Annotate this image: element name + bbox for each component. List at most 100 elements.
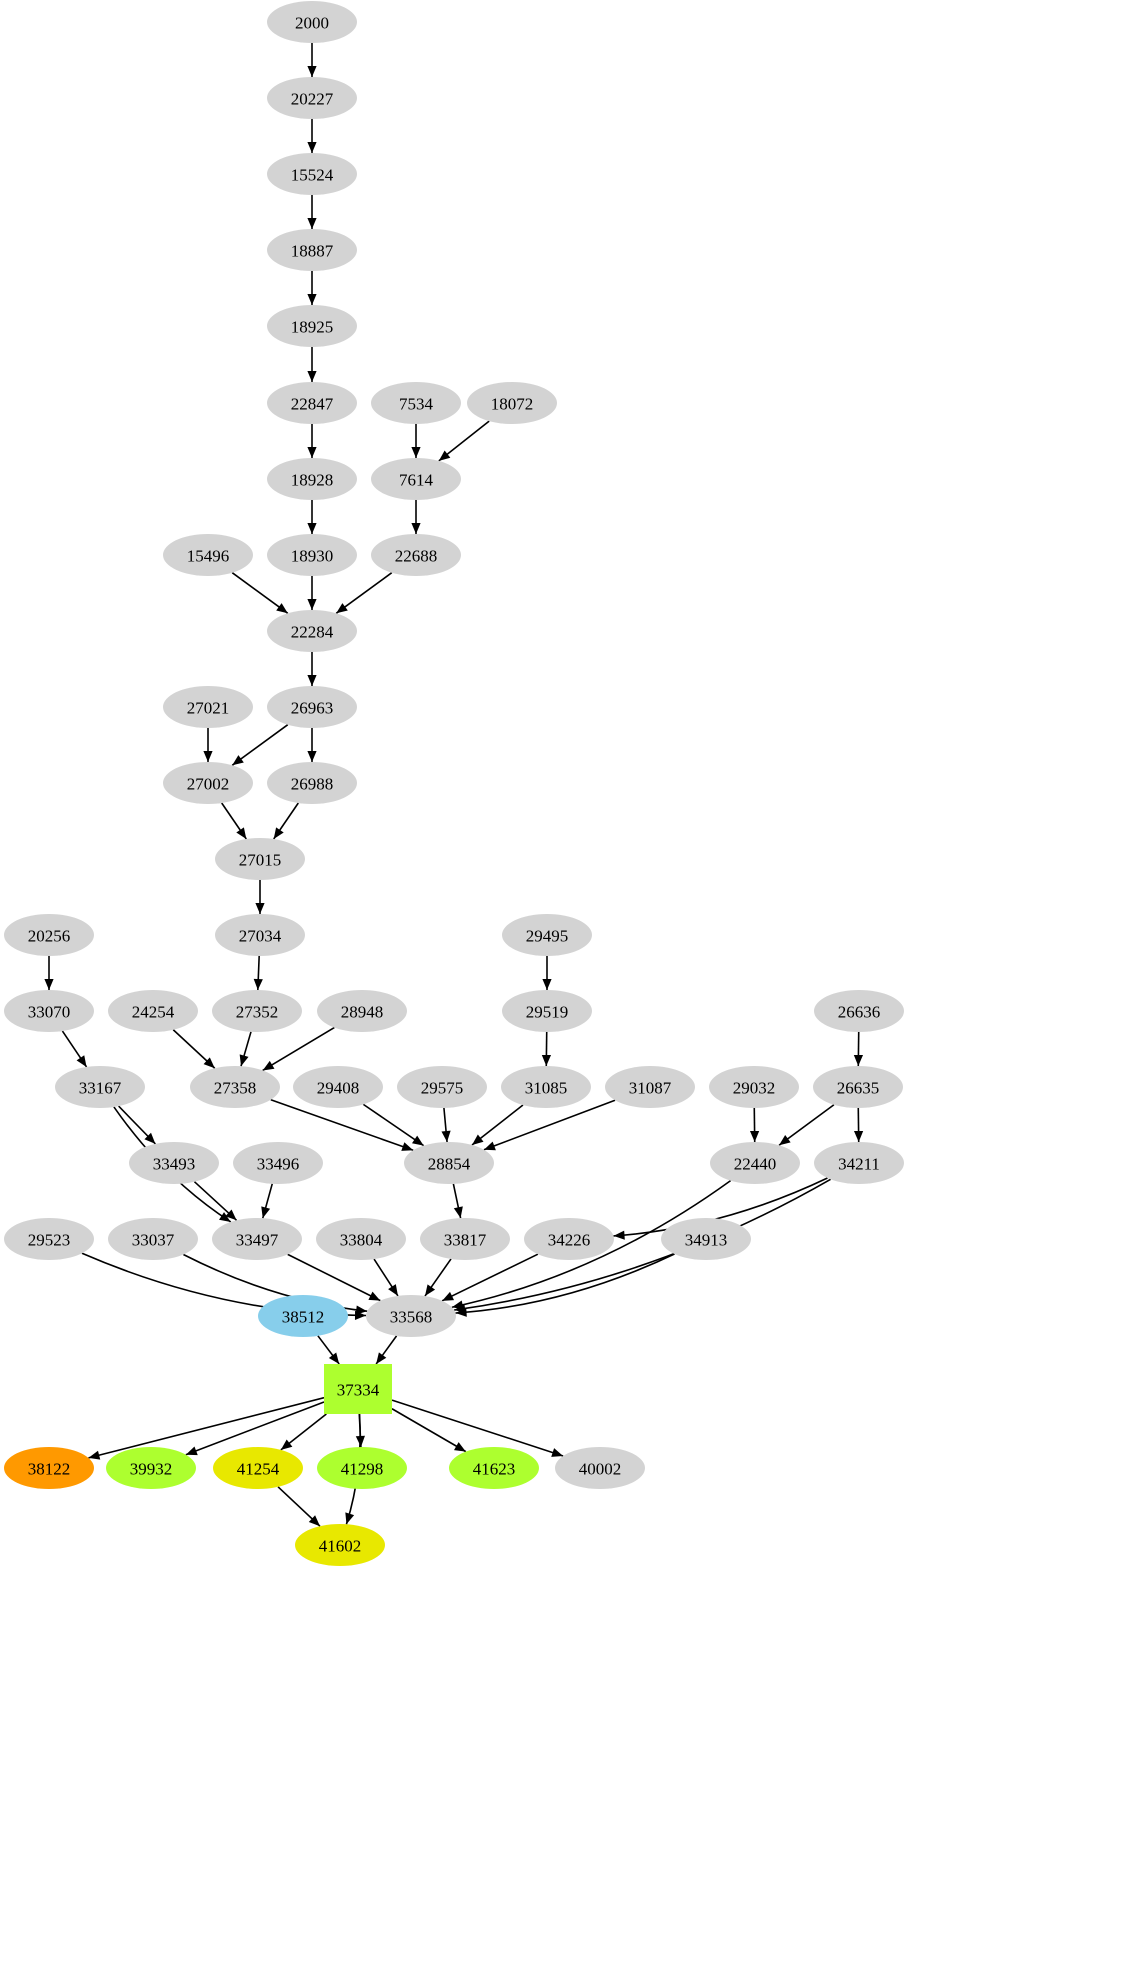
graph-node[interactable]: 29495 [502,914,592,956]
node-ellipse[interactable] [267,305,357,347]
node-ellipse[interactable] [710,1142,800,1184]
graph-node[interactable]: 15524 [267,153,357,195]
node-ellipse[interactable] [163,686,253,728]
graph-node[interactable]: 26988 [267,762,357,804]
node-ellipse[interactable] [371,382,461,424]
node-ellipse[interactable] [267,153,357,195]
graph-node[interactable]: 18072 [467,382,557,424]
node-ellipse[interactable] [267,229,357,271]
node-ellipse[interactable] [4,990,94,1032]
graph-node[interactable]: 33167 [55,1066,145,1108]
graph-node[interactable]: 22284 [267,610,357,652]
graph-node[interactable]: 2000 [267,1,357,43]
node-ellipse[interactable] [524,1218,614,1260]
graph-node[interactable]: 18930 [267,534,357,576]
graph-node[interactable]: 20227 [267,77,357,119]
graph-node[interactable]: 41254 [213,1447,303,1489]
node-ellipse[interactable] [190,1066,280,1108]
graph-node[interactable]: 26635 [813,1066,903,1108]
node-ellipse[interactable] [215,838,305,880]
node-box[interactable] [324,1364,392,1414]
node-ellipse[interactable] [502,990,592,1032]
node-ellipse[interactable] [366,1295,456,1337]
graph-node[interactable]: 33037 [108,1218,198,1260]
node-ellipse[interactable] [258,1295,348,1337]
node-ellipse[interactable] [267,762,357,804]
node-ellipse[interactable] [4,1447,94,1489]
graph-node[interactable]: 33070 [4,990,94,1032]
node-ellipse[interactable] [108,1218,198,1260]
node-ellipse[interactable] [212,990,302,1032]
graph-node[interactable]: 29032 [709,1066,799,1108]
node-ellipse[interactable] [267,458,357,500]
graph-node[interactable]: 41623 [449,1447,539,1489]
graph-node[interactable]: 7534 [371,382,461,424]
graph-node[interactable]: 27034 [215,914,305,956]
graph-node[interactable]: 28948 [317,990,407,1032]
node-ellipse[interactable] [316,1218,406,1260]
node-ellipse[interactable] [371,458,461,500]
graph-node[interactable]: 22847 [267,382,357,424]
node-ellipse[interactable] [420,1218,510,1260]
graph-node[interactable]: 33497 [212,1218,302,1260]
node-ellipse[interactable] [814,1142,904,1184]
graph-node[interactable]: 22440 [710,1142,800,1184]
node-ellipse[interactable] [215,914,305,956]
node-ellipse[interactable] [267,382,357,424]
node-ellipse[interactable] [467,382,557,424]
graph-node[interactable]: 37334 [324,1364,392,1414]
node-ellipse[interactable] [814,990,904,1032]
graph-node[interactable]: 34211 [814,1142,904,1184]
node-ellipse[interactable] [295,1524,385,1566]
graph-node[interactable]: 20256 [4,914,94,956]
graph-node[interactable]: 41298 [317,1447,407,1489]
node-ellipse[interactable] [502,914,592,956]
node-ellipse[interactable] [661,1218,751,1260]
node-ellipse[interactable] [555,1447,645,1489]
node-ellipse[interactable] [4,1218,94,1260]
graph-node[interactable]: 38122 [4,1447,94,1489]
node-ellipse[interactable] [317,990,407,1032]
graph-node[interactable]: 41602 [295,1524,385,1566]
node-ellipse[interactable] [404,1142,494,1184]
graph-node[interactable]: 7614 [371,458,461,500]
node-ellipse[interactable] [317,1447,407,1489]
node-ellipse[interactable] [371,534,461,576]
graph-node[interactable]: 33804 [316,1218,406,1260]
node-ellipse[interactable] [106,1447,196,1489]
graph-node[interactable]: 33496 [233,1142,323,1184]
graph-node[interactable]: 38512 [258,1295,348,1337]
node-ellipse[interactable] [212,1218,302,1260]
graph-node[interactable]: 18887 [267,229,357,271]
node-ellipse[interactable] [293,1066,383,1108]
node-ellipse[interactable] [233,1142,323,1184]
node-ellipse[interactable] [129,1142,219,1184]
graph-node[interactable]: 27002 [163,762,253,804]
node-ellipse[interactable] [267,686,357,728]
graph-node[interactable]: 24254 [108,990,198,1032]
node-ellipse[interactable] [813,1066,903,1108]
node-ellipse[interactable] [605,1066,695,1108]
graph-node[interactable]: 40002 [555,1447,645,1489]
graph-node[interactable]: 33568 [366,1295,456,1337]
graph-node[interactable]: 31085 [501,1066,591,1108]
graph-node[interactable]: 34226 [524,1218,614,1260]
graph-node[interactable]: 18928 [267,458,357,500]
node-ellipse[interactable] [213,1447,303,1489]
node-ellipse[interactable] [449,1447,539,1489]
graph-node[interactable]: 26636 [814,990,904,1032]
graph-node[interactable]: 18925 [267,305,357,347]
graph-node[interactable]: 27015 [215,838,305,880]
node-ellipse[interactable] [163,534,253,576]
graph-node[interactable]: 29575 [397,1066,487,1108]
node-ellipse[interactable] [709,1066,799,1108]
node-ellipse[interactable] [55,1066,145,1108]
graph-node[interactable]: 22688 [371,534,461,576]
graph-node[interactable]: 26963 [267,686,357,728]
graph-node[interactable]: 15496 [163,534,253,576]
node-ellipse[interactable] [267,1,357,43]
graph-node[interactable]: 27358 [190,1066,280,1108]
node-ellipse[interactable] [267,610,357,652]
graph-node[interactable]: 31087 [605,1066,695,1108]
graph-node[interactable]: 33817 [420,1218,510,1260]
